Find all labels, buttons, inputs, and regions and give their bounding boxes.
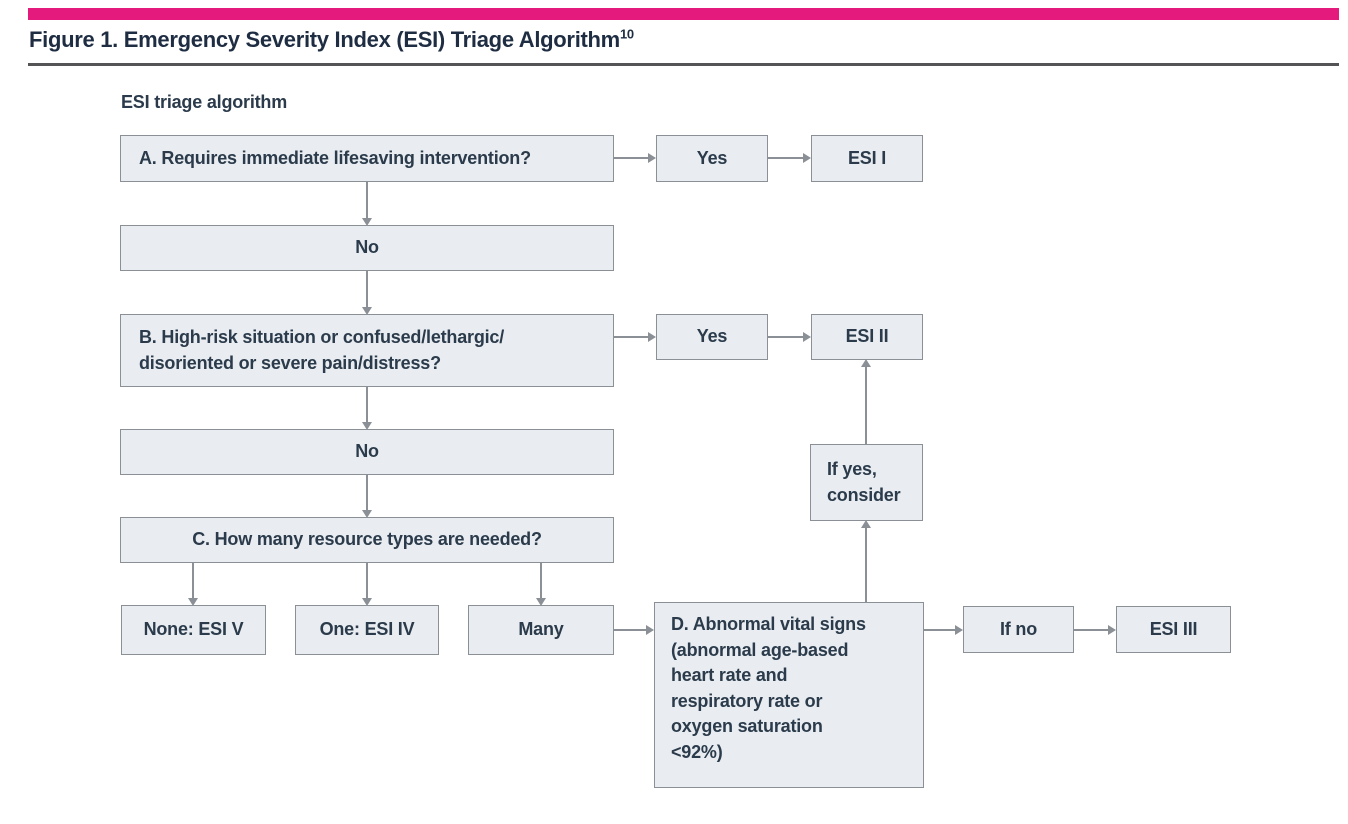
node-c-label: C. How many resource types are needed? [192,529,542,550]
arrow-yes-to-esi-2 [768,332,811,342]
node-d-line6: <92%) [671,741,723,762]
node-esi-2: ESI II [811,314,923,360]
node-esi-2-label: ESI II [845,326,889,347]
arrow-many-to-d [614,625,654,635]
arrow-if-no-to-esi-3 [1074,625,1116,635]
arrow-c-to-many [536,563,546,606]
node-d-line2: (abnormal age-based [671,639,849,660]
node-if-yes-consider-label: If yes, consider [827,457,901,508]
node-d-line1: D. Abnormal vital signs [671,614,866,634]
node-one-esi-4-label: One: ESI IV [319,619,415,640]
figure-title: Figure 1. Emergency Severity Index (ESI)… [29,27,634,53]
node-no-a: No [120,225,614,271]
node-d-line3: heart rate and [671,665,788,686]
node-yes-a: Yes [656,135,768,182]
node-if-no: If no [963,606,1074,653]
node-d: D. Abnormal vital signs (abnormal age-ba… [654,602,924,788]
node-esi-1-label: ESI I [847,147,886,168]
node-yes-b: Yes [656,314,768,360]
arrow-c-to-one [362,563,372,606]
node-many: Many [468,605,614,655]
arrow-b-to-yes [614,332,656,342]
node-none-esi-5: None: ESI V [121,605,266,655]
node-many-label: Many [518,619,564,640]
arrow-b-to-no [362,387,372,430]
node-yes-b-label: Yes [696,326,728,347]
node-b-line2: disoriented or severe pain/distress? [139,352,441,373]
node-if-yes-consider: If yes, consider [810,444,923,521]
figure-accent-bar [28,8,1339,20]
arrow-c-to-none [188,563,198,606]
node-b-line1: B. High-risk situation or confused/letha… [139,326,505,347]
node-if-yes-line1: If yes, [827,458,877,479]
node-no-b-label: No [355,441,379,462]
arrow-a-to-no [362,182,372,226]
node-d-line5: oxygen saturation [671,716,823,737]
arrow-d-to-if-yes-consider [861,520,871,602]
figure-reference-superscript: 10 [619,26,634,42]
diagram-label: ESI triage algorithm [121,92,288,112]
node-d-label: D. Abnormal vital signs (abnormal age-ba… [671,612,866,765]
arrow-a-to-yes [614,153,656,163]
node-c: C. How many resource types are needed? [120,517,614,563]
node-b: B. High-risk situation or confused/letha… [120,314,614,387]
arrow-no-to-c [362,475,372,518]
node-esi-1: ESI I [811,135,923,182]
node-no-a-label: No [355,237,379,258]
arrow-if-yes-consider-to-esi-2 [861,359,871,444]
node-if-yes-line2: consider [827,484,901,505]
node-if-no-label: If no [1000,618,1037,639]
node-yes-a-label: Yes [696,147,728,168]
node-no-b: No [120,429,614,475]
arrow-yes-to-esi-1 [768,153,811,163]
node-b-label: B. High-risk situation or confused/letha… [139,325,504,376]
node-one-esi-4: One: ESI IV [295,605,439,655]
node-esi-3: ESI III [1116,606,1231,653]
node-a-label: A. Requires immediate lifesaving interve… [139,147,531,168]
figure-title-text: Figure 1. Emergency Severity Index (ESI)… [29,27,620,52]
title-rule [28,63,1339,66]
node-none-esi-5-label: None: ESI V [143,619,244,640]
node-d-line4: respiratory rate or [671,690,823,711]
node-esi-3-label: ESI III [1149,618,1198,639]
arrow-d-to-if-no [924,625,963,635]
arrow-no-to-b [362,271,372,315]
node-a: A. Requires immediate lifesaving interve… [120,135,614,182]
